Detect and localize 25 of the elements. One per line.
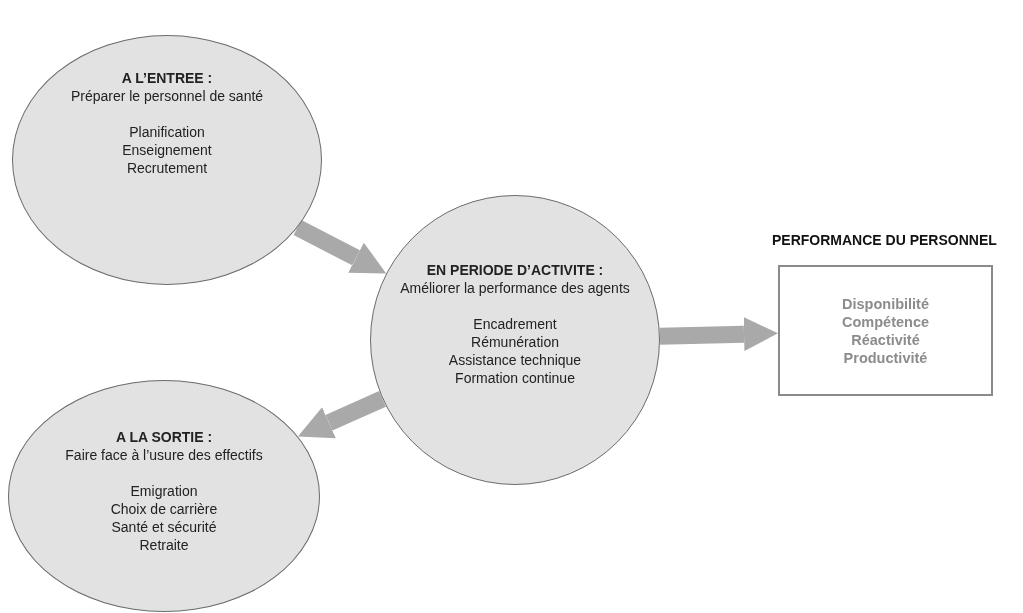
list-item: Compétence — [842, 312, 929, 331]
heading: PERFORMANCE DU PERSONNEL — [772, 231, 997, 249]
heading: EN PERIODE D’ACTIVITE : — [426, 261, 604, 279]
list-item: Disponibilité — [842, 294, 929, 313]
arrow — [297, 391, 386, 439]
subtitle: Faire face à l’usure des effectifs — [65, 446, 263, 464]
list-item: Rémunération — [471, 333, 559, 351]
list-item: Enseignement — [122, 141, 212, 159]
list-item: Recrutement — [126, 159, 208, 177]
heading: A LA SORTIE : — [115, 428, 213, 446]
list-item: Encadrement — [473, 315, 557, 333]
subtitle: Améliorer la performance des agents — [400, 279, 630, 297]
arrow — [293, 219, 387, 274]
list-item: Productivité — [843, 348, 928, 367]
list-item: Santé et sécurité — [111, 518, 217, 536]
arrow — [659, 317, 778, 352]
list-item: Choix de carrière — [110, 500, 218, 518]
subtitle: Préparer le personnel de santé — [70, 87, 264, 105]
list-item: Réactivité — [851, 330, 920, 349]
list-item: Emigration — [130, 482, 198, 500]
list-item: Retraite — [139, 536, 189, 554]
list-item: Planification — [129, 123, 205, 141]
list-item: Assistance technique — [448, 351, 582, 369]
heading: A L’ENTREE : — [121, 69, 213, 87]
list-item: Formation continue — [455, 369, 575, 387]
